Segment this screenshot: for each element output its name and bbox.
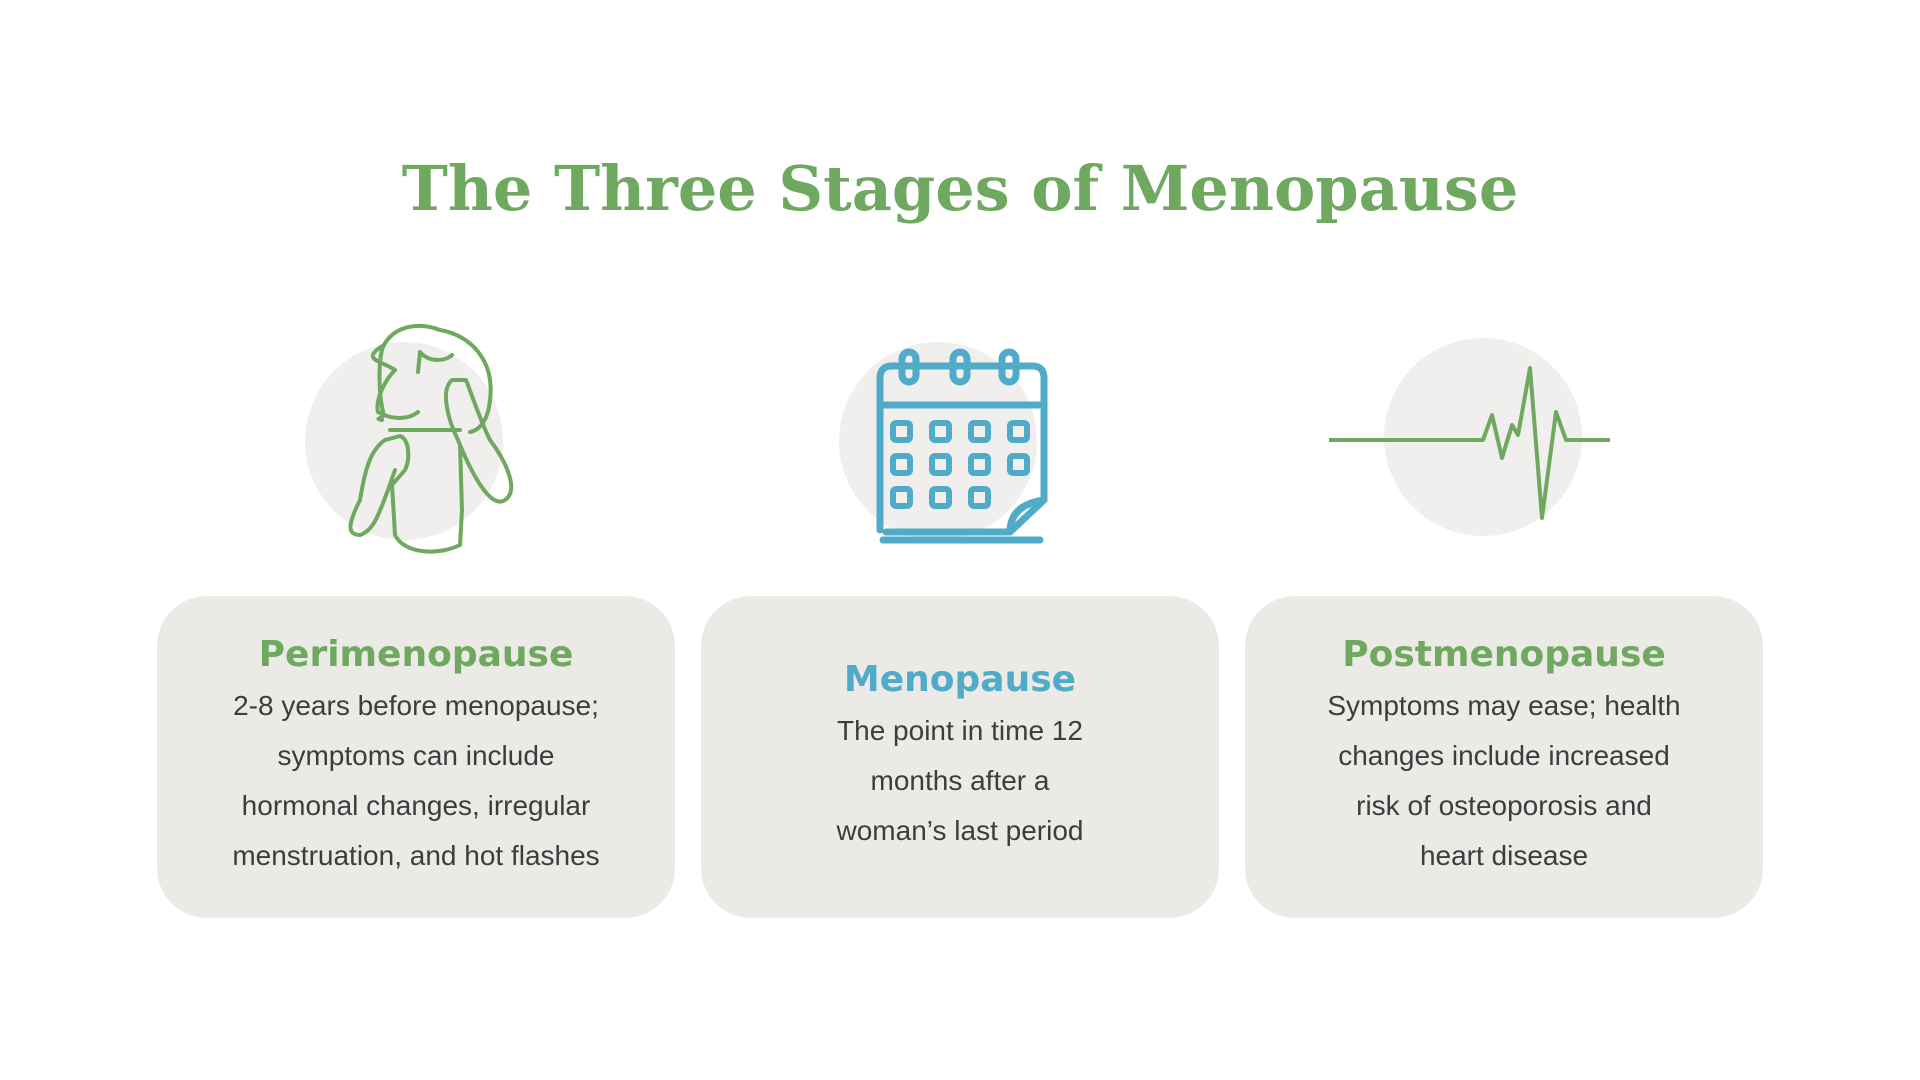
stage-description-line: months after a bbox=[870, 764, 1050, 796]
stage-description-line: changes include increased bbox=[1338, 739, 1670, 771]
page-title: The Three Stages of Menopause bbox=[401, 152, 1519, 225]
calendar-icon bbox=[839, 342, 1048, 544]
stage-card-postmenopause: Postmenopause Symptoms may ease; health … bbox=[1245, 596, 1763, 918]
heartbeat-icon bbox=[1329, 338, 1610, 536]
woman-hot-flash-icon bbox=[305, 323, 514, 554]
stage-description-line: hormonal changes, irregular bbox=[241, 789, 591, 821]
stage-title: Postmenopause bbox=[1342, 633, 1666, 675]
stage-description-line: menstruation, and hot flashes bbox=[232, 839, 600, 871]
stage-description-line: The point in time 12 bbox=[837, 714, 1083, 746]
stage-card-menopause: Menopause The point in time 12 months af… bbox=[701, 596, 1219, 918]
stage-icons bbox=[305, 323, 1610, 554]
stage-description-line: Symptoms may ease; health bbox=[1327, 689, 1681, 721]
stage-title: Menopause bbox=[843, 658, 1077, 700]
stage-card-perimenopause: Perimenopause 2-8 years before menopause… bbox=[157, 596, 675, 918]
stage-title: Perimenopause bbox=[258, 633, 574, 675]
stage-description-line: risk of osteoporosis and bbox=[1356, 789, 1652, 821]
stage-description-line: heart disease bbox=[1419, 839, 1589, 871]
stage-description-line: 2-8 years before menopause; bbox=[233, 689, 599, 721]
stage-description-line: symptoms can include bbox=[277, 739, 555, 771]
stage-description-line: woman’s last period bbox=[836, 814, 1084, 846]
